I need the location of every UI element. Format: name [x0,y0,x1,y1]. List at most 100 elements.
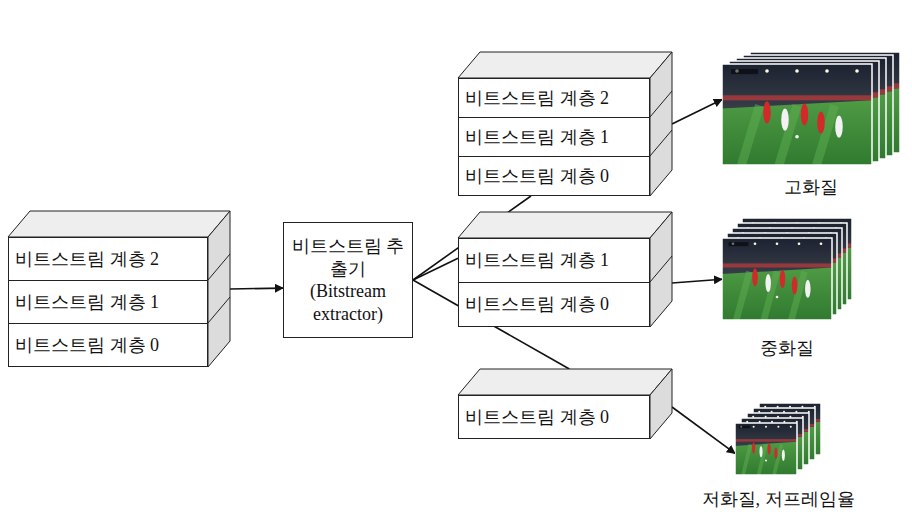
stadium-light [820,242,823,245]
frame-stadium [722,238,832,320]
flow-arrow [672,279,722,283]
extractor-box: 비트스트림 추출기 (Bitstream extractor) [283,222,413,338]
score-overlay [729,242,749,246]
layer-label: 비트스트림 계층 0 [465,293,609,316]
player-figure [780,270,786,288]
frame-stadium [722,64,872,165]
video-frame [722,64,872,165]
video-frame [722,238,832,320]
quality-caption: 저화질, 저프레임율 [700,487,857,511]
field-stripe [791,272,804,320]
video-frames: 고화질 [722,52,900,165]
stack-side-divider [650,130,672,156]
stadium-light [825,69,829,73]
layer-label: 비트스트림 계층 1 [465,249,609,272]
stadium-light [776,242,779,245]
soccer-video-illustration [722,52,900,165]
ball [765,459,767,461]
stadium-light [753,426,755,428]
stack-side-divider [208,297,230,323]
layer-label: 비트스트림 계층 1 [15,291,159,314]
layer-label: 비트스트림 계층 2 [15,248,159,271]
field-stripe [774,444,781,475]
frame-border [722,64,872,165]
stack-side-divider [650,91,672,117]
field-stripe [736,272,749,320]
flow-arrow [672,407,735,453]
bitstream-layer: 비트스트림 계층 0 [8,323,208,367]
flow-arrow [230,287,283,289]
bitstream-layer: 비트스트림 계층 2 [8,237,208,281]
video-frames: 중화질 [722,218,852,320]
layer-label: 비트스트림 계층 2 [465,87,609,110]
layer-label: 비트스트림 계층 0 [15,334,159,357]
stack-side-divider [208,254,230,280]
stack-top-face [8,211,230,237]
frame-field [722,100,872,165]
player-figure [817,111,825,133]
flow-arrow [672,99,722,124]
player-figure [752,442,755,453]
player-figure [759,446,762,457]
frame-field [722,268,832,320]
video-frames: 저화질, 저프레임율 [735,403,821,475]
quality-caption: 중화질 [758,336,816,360]
stadium-light [754,242,757,245]
field-stripe [742,105,760,165]
stack-side-face [650,52,672,196]
player-figure [805,280,811,298]
ball [776,296,779,299]
layer-label: 비트스트림 계층 0 [465,165,609,188]
extractor-label: 비트스트림 추출기 (Bitstream extractor) [290,235,406,325]
player-figure [782,450,785,461]
quality-caption: 고화질 [782,175,840,199]
bitstream-layer: 비트스트림 계층 1 [458,238,650,283]
soccer-video-illustration [722,218,852,320]
bitstream-layer: 비트스트림 계층 1 [8,280,208,324]
player-figure [774,447,777,458]
frame-field [735,442,797,475]
player-figure [768,443,771,454]
stadium-light [790,426,792,428]
field-stripe [759,444,766,475]
stadium-light [765,426,767,428]
frame-border [722,238,832,320]
soccer-video-illustration [735,403,821,475]
score-overlay [739,426,750,429]
frame-boards [722,263,832,267]
score-overlay [731,69,758,74]
video-frame [735,423,797,475]
player-figure [801,103,809,125]
frame-stadium [735,423,797,475]
field-stripe [779,105,797,165]
split-line [413,258,458,280]
layer-label: 비트스트림 계층 1 [465,126,609,149]
frame-border [735,423,797,475]
stack-top-face [458,212,672,238]
stadium-light [765,69,769,73]
stack-side-divider [650,256,672,282]
stadium-light [777,426,779,428]
player-figure [763,101,771,123]
bitstream-layer: 비트스트림 계층 0 [458,156,650,196]
stadium-light [855,69,859,73]
bitstream-layer: 비트스트림 계층 1 [458,117,650,157]
stack-side-face [650,369,672,439]
bitstream-layer: 비트스트림 계층 2 [458,78,650,118]
field-stripe [817,105,835,165]
field-stripe [764,272,777,320]
stack-top-face [458,52,672,78]
player-figure [765,274,771,292]
stadium-light [798,242,801,245]
stack-side-face [208,211,230,367]
player-figure [752,268,758,286]
stack-top-face [458,369,672,395]
stack-side-face [650,212,672,327]
frame-boards [722,95,872,100]
bitstream-layer: 비트스트림 계층 0 [458,395,650,439]
layer-label: 비트스트림 계층 0 [465,406,609,429]
frame-boards [735,439,797,442]
player-figure [781,108,789,130]
field-stripe [743,444,750,475]
